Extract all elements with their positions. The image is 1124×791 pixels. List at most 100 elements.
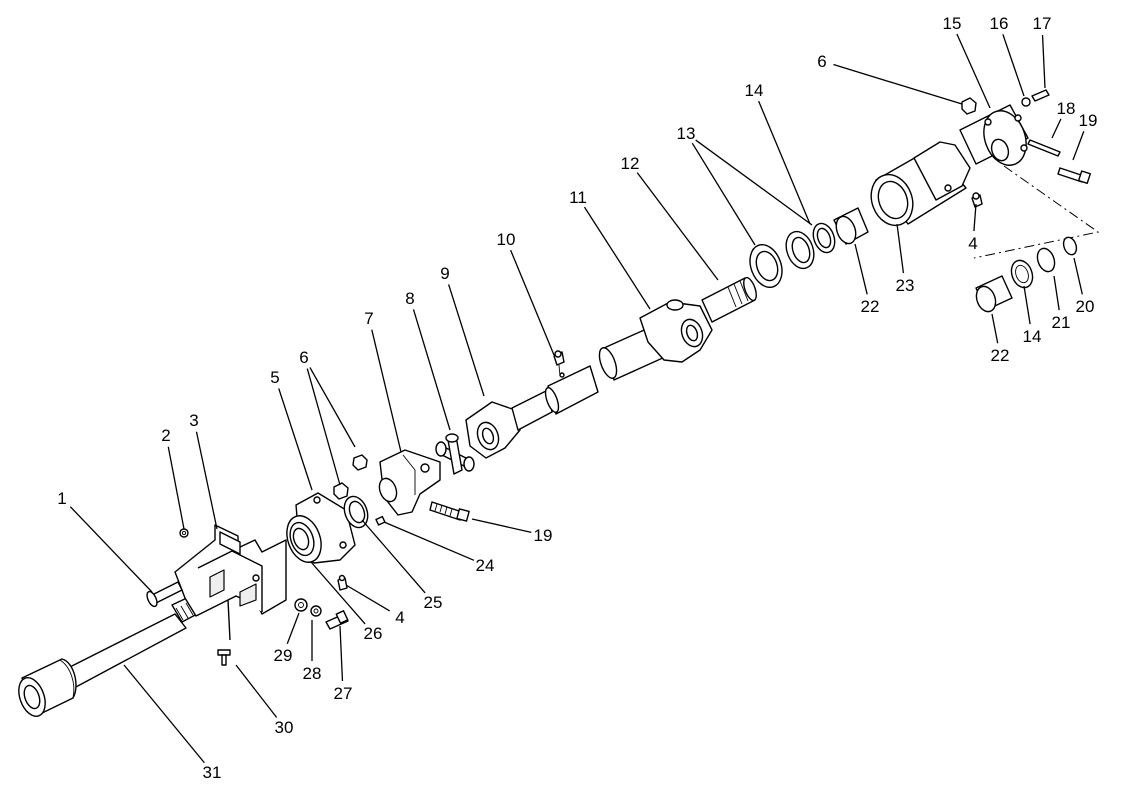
part-10-fitting [553,350,565,377]
leader-23 [896,223,905,274]
leader-6-extra [306,368,341,486]
callout-30: 30 [275,718,294,737]
callout-3: 3 [189,411,198,430]
leader-17 [1041,34,1046,89]
leader-19 [1072,131,1085,161]
leader-20 [1073,257,1083,295]
part-25-seal [343,495,369,529]
part-8-cross [435,433,475,475]
leader-3 [195,431,218,530]
leader-lines [69,33,1085,764]
part-2-washer [179,528,189,538]
leader-31 [123,664,205,764]
leader-8 [412,309,451,431]
leader-13 [691,142,756,246]
callout-24: 24 [476,556,495,575]
part-11-tube-yoke [598,299,713,381]
leader-22 [991,313,999,344]
leader-9 [448,284,485,397]
part-22b-bushing [975,275,1013,313]
part-6-nut [333,454,368,500]
callout-1: 1 [57,489,66,508]
leader-14 [1023,285,1031,325]
part-6-nut-upper [961,97,977,115]
callout-4: 4 [968,234,977,253]
part-14-ring [812,222,836,254]
part-3-bracket [174,524,287,641]
callout-13: 13 [677,124,696,143]
callout-12: 12 [621,154,640,173]
part-9-yoke-shaft [465,365,599,459]
leader-6 [309,367,356,448]
part-29-washer [294,598,308,612]
callout-6: 6 [817,52,826,71]
part-13-ring [749,230,815,289]
part-22-bushing [833,207,869,245]
callout-20: 20 [1076,297,1095,316]
leader-26 [310,561,366,625]
leader-7 [371,329,402,453]
part-23-housing [870,141,971,227]
part-18-pin [1027,139,1061,157]
callout-16: 16 [990,14,1009,33]
leader-29 [286,612,300,645]
callout-18: 18 [1057,99,1076,118]
leader-30 [235,664,278,718]
callout-2: 2 [161,426,170,445]
leader-11 [583,206,651,310]
leader-4 [345,584,391,612]
callout-15: 15 [943,14,962,33]
callout-22: 22 [991,346,1010,365]
leader-6 [833,63,963,105]
leader-4 [973,203,977,232]
leader-27 [339,625,344,682]
callout-22: 22 [861,297,880,316]
callout-10: 10 [497,230,516,249]
leader-15 [956,33,991,109]
part-7-yoke [378,449,441,516]
parts-drawing [18,89,1100,717]
callout-26: 26 [364,624,383,643]
part-12-shaft [701,276,757,323]
callout-4: 4 [395,608,404,627]
callout-29: 29 [274,646,293,665]
part-14b-ring [1010,259,1034,289]
part-28-washer [310,605,322,617]
part-27-bolt [325,610,349,630]
callout-28: 28 [303,664,322,683]
callout-17: 17 [1033,14,1052,33]
callout-14: 14 [1023,327,1042,346]
callout-25: 25 [424,593,443,612]
callout-6: 6 [299,348,308,367]
part-17-bolt [1031,89,1050,102]
leader-18 [1051,118,1062,139]
part-21-ring [1036,247,1056,273]
leader-24 [383,521,475,561]
leader-12 [636,172,719,281]
part-4-fitting-upper [971,192,983,208]
callout-14: 14 [745,81,764,100]
callout-5: 5 [270,368,279,387]
leader-16 [1002,34,1025,97]
leader-2 [167,446,185,530]
part-16-washer [1021,97,1031,107]
callout-9: 9 [440,264,449,283]
part-1-bolt [146,581,183,608]
callout-11: 11 [569,188,587,207]
part-19-bolt [429,501,470,522]
callout-23: 23 [896,276,915,295]
part-15-flange [959,104,1029,166]
part-20-snapring [1062,236,1078,256]
callout-19: 19 [534,526,553,545]
leader-22 [854,243,868,295]
leader-1 [69,506,153,593]
leader-13-extra [695,139,813,226]
leader-21 [1053,275,1060,311]
part-19-bolt-upper [1057,167,1092,185]
part-5-flange-bearing [286,492,356,564]
part-30-bolt [217,649,231,666]
callout-31: 31 [203,763,222,782]
callout-19: 19 [1079,111,1098,130]
